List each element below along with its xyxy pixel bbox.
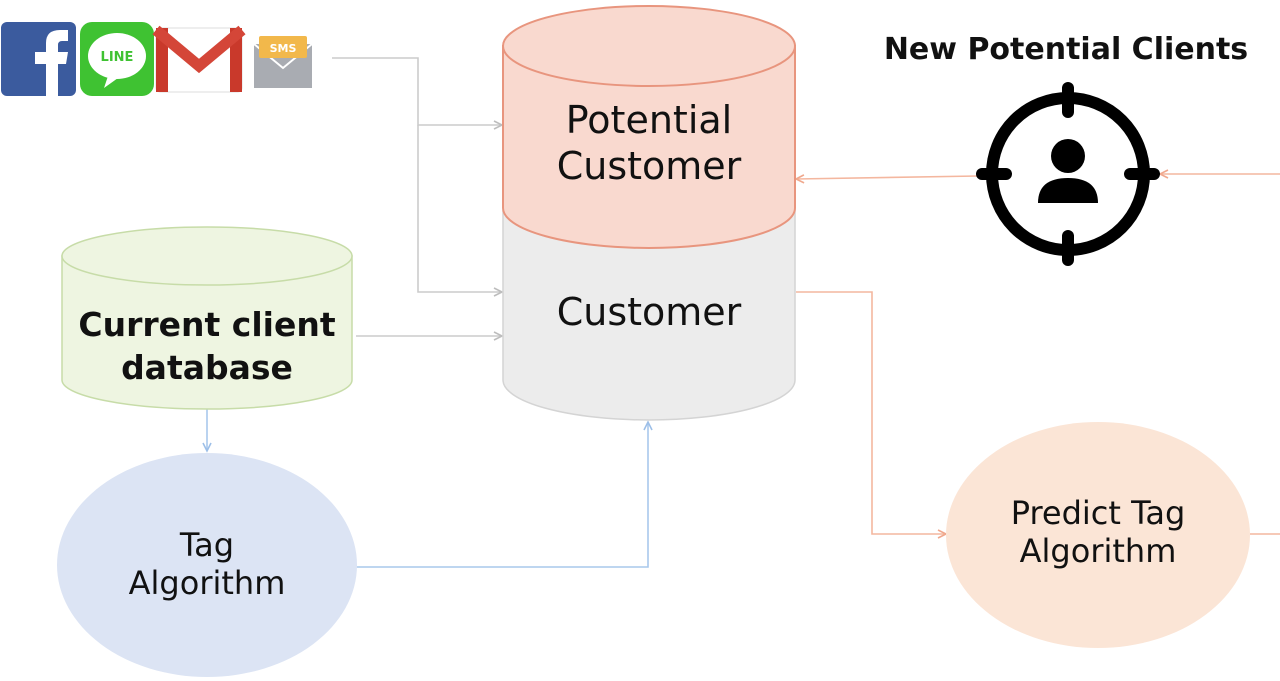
customer-label: Customer: [556, 290, 742, 334]
target-person-icon: [976, 82, 1160, 266]
channels-to-potential-arrow: [332, 57, 504, 130]
current-client-database-label: Current client database: [58, 304, 356, 390]
channel-icons: LINE SMS: [1, 22, 313, 96]
tag-algorithm-line1: Tag: [179, 526, 235, 564]
line-icon: LINE: [80, 22, 154, 96]
tag-to-customer-arrow: [356, 420, 653, 568]
potential-customer-label: Potential Customer: [503, 98, 795, 189]
gmail-icon: [152, 25, 246, 93]
customer-cylinder-body: [502, 209, 796, 421]
tag-algorithm-line2: Algorithm: [128, 564, 286, 603]
sms-icon: SMS: [253, 36, 313, 88]
tag-algorithm-label: Tag Algorithm: [57, 526, 357, 603]
client-db-cylinder-top: [61, 226, 353, 286]
tag-algorithm-ellipse: [57, 453, 357, 677]
facebook-icon: [1, 22, 76, 96]
channels-to-customer-arrow: [417, 125, 504, 297]
potential-customer-line2: Customer: [556, 143, 742, 188]
customer-database-cylinder: [502, 5, 796, 421]
customer-to-predict-arrow: [796, 291, 948, 539]
predict-tag-algorithm-ellipse: [946, 422, 1250, 648]
client-db-line1: Current client: [78, 305, 336, 344]
client-db-line2: database: [121, 347, 293, 387]
connectors: [202, 57, 1280, 568]
sms-icon-text: SMS: [270, 42, 297, 55]
predict-tag-line2: Algorithm: [1019, 532, 1177, 571]
client-db-cylinder-body: [61, 255, 353, 410]
new-potential-clients-title: New Potential Clients: [883, 32, 1249, 67]
potential-customer-cylinder-body: [502, 45, 796, 249]
target-to-potential-arrow: [794, 174, 979, 184]
current-client-database-cylinder: [61, 226, 353, 410]
line-icon-text: LINE: [101, 50, 134, 65]
predict-tag-algorithm-label: Predict Tag Algorithm: [946, 494, 1250, 571]
potential-customer-line1: Potential: [565, 98, 733, 142]
predict-tag-line1: Predict Tag: [1010, 494, 1186, 532]
potential-customer-cylinder-top: [502, 5, 796, 87]
